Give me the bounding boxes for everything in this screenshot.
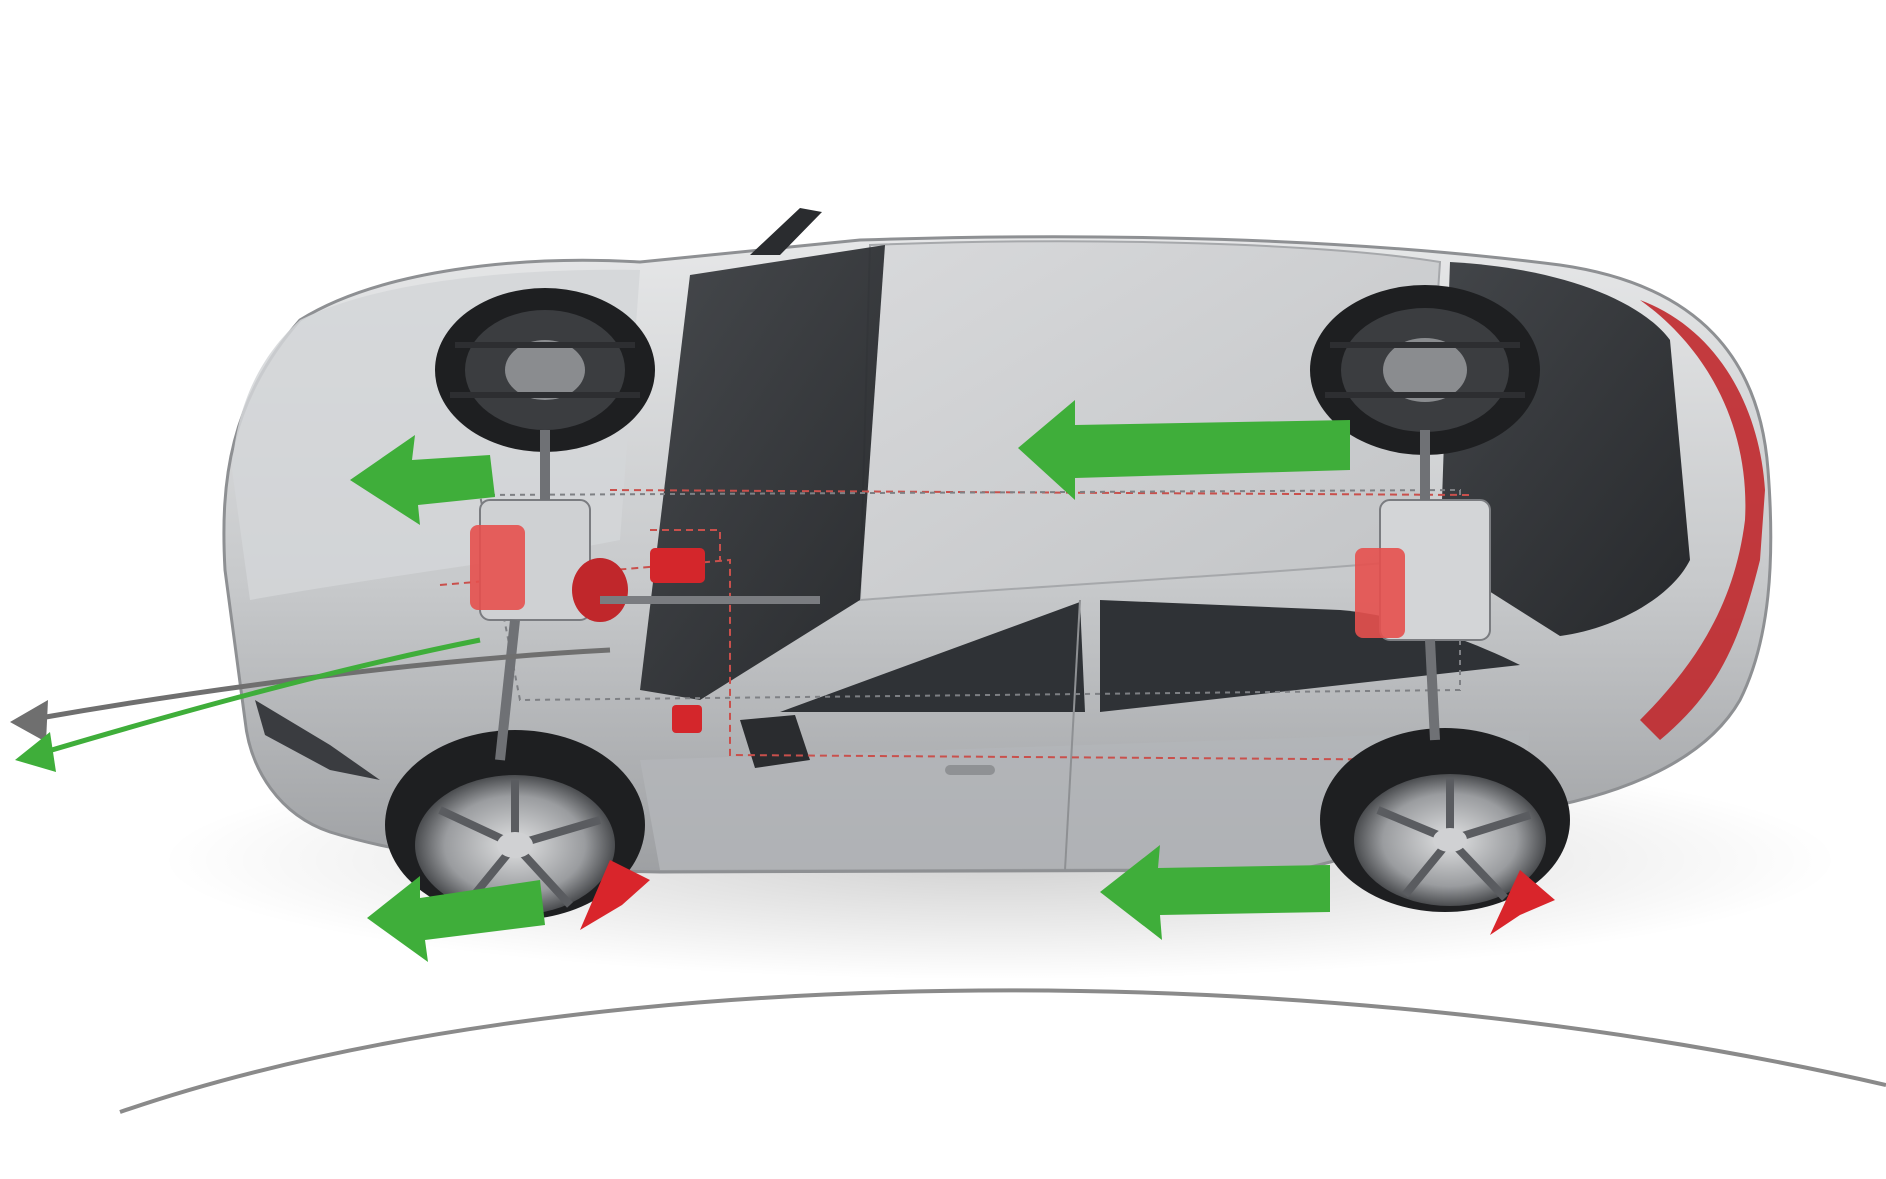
red-rotation-arrow-icon <box>580 860 1555 935</box>
side-skirt <box>640 730 1530 870</box>
trajectory-arrow-icon <box>10 637 611 772</box>
rear-electric-motor-icon <box>1355 430 1491 741</box>
front-right-wheel-icon <box>385 730 645 920</box>
windshield <box>640 245 885 700</box>
headlight <box>255 700 380 780</box>
chassis-outline <box>478 488 1461 702</box>
rear-right-wheel-icon <box>1320 728 1570 912</box>
side-mirror <box>740 715 810 768</box>
battery-junction-box <box>672 705 702 733</box>
rear-left-wheel-icon <box>1310 285 1540 455</box>
front-electric-motor-icon <box>470 430 820 761</box>
door-handle <box>945 765 995 775</box>
roof-fin <box>750 208 822 255</box>
green-force-arrow-icon <box>350 400 1350 962</box>
side-window-front <box>780 602 1085 712</box>
front-left-wheel-icon <box>435 288 655 452</box>
door-seam <box>1064 599 1081 871</box>
taillight <box>1640 300 1765 740</box>
road-curve-line <box>119 988 1886 1114</box>
